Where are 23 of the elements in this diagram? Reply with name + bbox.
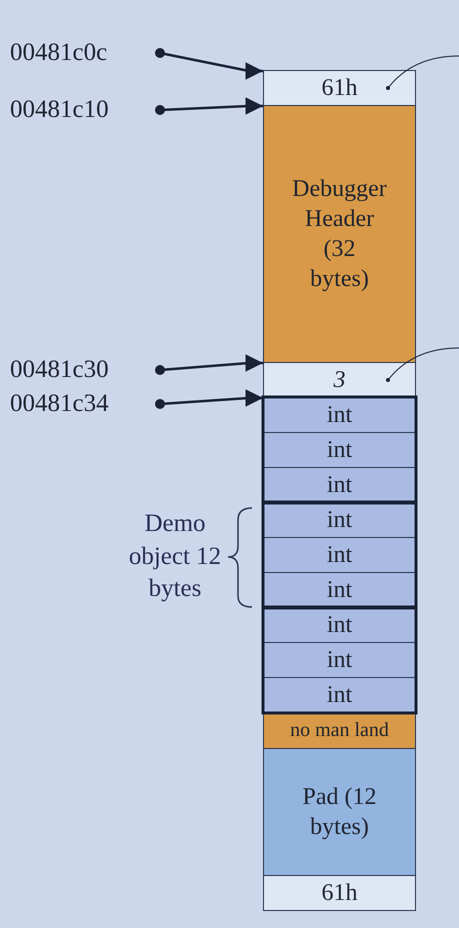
memory-cell: int [263,677,416,713]
memory-cell: 3 [263,362,416,398]
address-label: 00481c34 [10,391,109,416]
address-label: 00481c10 [10,97,109,122]
arrow [155,97,263,115]
memory-cell: 61h [263,875,416,911]
memory-cell: int [263,537,416,573]
memory-cell: int [263,572,416,608]
arrow [155,48,263,80]
arrow [155,389,263,409]
memory-cell: int [263,397,416,433]
leader-line [386,348,459,382]
memory-cell: Debugger Header (32 bytes) [263,105,416,363]
annotation-text: Demo object 12 bytes [128,509,222,604]
address-label: 00481c0c [10,40,108,65]
memory-cell: int [263,467,416,503]
memory-cell: 61h [263,70,416,106]
address-label: 00481c30 [10,357,109,382]
memory-cell: int [263,432,416,468]
memory-cell: Pad (12 bytes) [263,748,416,876]
memory-cell: int [263,642,416,678]
arrow [155,354,263,375]
leader-line [386,56,459,90]
